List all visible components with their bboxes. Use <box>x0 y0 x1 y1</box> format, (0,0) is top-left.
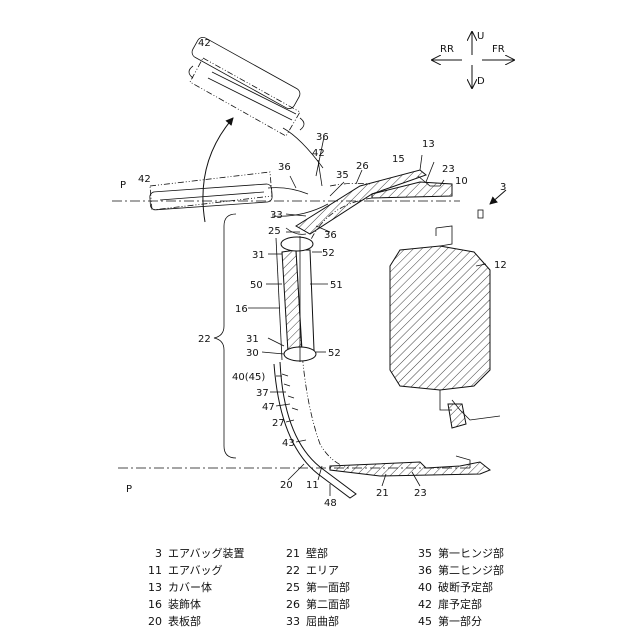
label-12: 12 <box>494 260 507 271</box>
label-42-mid: 42 <box>312 148 325 159</box>
label-36-top: 36 <box>316 132 329 143</box>
label-42-top: 42 <box>198 38 211 49</box>
label-52-lower: 52 <box>328 348 341 359</box>
legend-item: 25第一面部 <box>278 579 413 596</box>
direction-rear-label: RR <box>440 44 454 55</box>
legend-item: 13カバー体 <box>140 579 275 596</box>
label-p-upper: P <box>120 180 126 191</box>
legend-item: 36第二ヒンジ部 <box>410 562 545 579</box>
label-16: 16 <box>235 304 248 315</box>
label-22: 22 <box>198 334 211 345</box>
label-31-upper: 31 <box>252 250 265 261</box>
legend-item: 3エアバッグ装置 <box>140 545 275 562</box>
label-11: 11 <box>306 480 319 491</box>
label-33: 33 <box>270 210 283 221</box>
door-open-position <box>189 35 323 168</box>
legend-column-1: 3エアバッグ装置 11エアバッグ 13カバー体 16装飾体 20表板部 <box>140 545 275 630</box>
legend-item: 21壁部 <box>278 545 413 562</box>
legend-item: 22エリア <box>278 562 413 579</box>
label-10: 10 <box>455 176 468 187</box>
airbag-module <box>390 226 500 428</box>
device-marker <box>478 210 483 218</box>
legend-item: 40破断予定部 <box>410 579 545 596</box>
label-15: 15 <box>392 154 405 165</box>
label-3: 3 <box>500 182 506 193</box>
decorative-body <box>276 236 316 362</box>
label-42-left: 42 <box>138 174 151 185</box>
area-brace <box>214 214 236 458</box>
reference-legend: 3エアバッグ装置 11エアバッグ 13カバー体 16装飾体 20表板部 21壁部… <box>140 545 540 635</box>
legend-item: 42扉予定部 <box>410 596 545 613</box>
label-35: 35 <box>336 170 349 181</box>
label-52-upper: 52 <box>322 248 335 259</box>
label-13: 13 <box>422 139 435 150</box>
label-21: 21 <box>376 488 389 499</box>
label-36-low: 36 <box>324 230 337 241</box>
label-40-45: 40(45) <box>232 372 265 383</box>
direction-front-label: FR <box>492 44 505 55</box>
door-middle-position <box>150 172 308 210</box>
label-36-mid: 36 <box>278 162 291 173</box>
legend-item: 33屈曲部 <box>278 613 413 630</box>
label-37: 37 <box>256 388 269 399</box>
label-27: 27 <box>272 418 285 429</box>
direction-compass: U D RR FR <box>432 31 514 88</box>
direction-down-label: D <box>477 76 485 87</box>
legend-column-3: 35第一ヒンジ部 36第二ヒンジ部 40破断予定部 42扉予定部 45第一部分 <box>410 545 545 630</box>
legend-item: 35第一ヒンジ部 <box>410 545 545 562</box>
label-51: 51 <box>330 280 343 291</box>
label-p-lower: P <box>126 484 132 495</box>
label-43: 43 <box>282 438 295 449</box>
label-23-top: 23 <box>442 164 455 175</box>
label-50: 50 <box>250 280 263 291</box>
label-47: 47 <box>262 402 275 413</box>
legend-item: 20表板部 <box>140 613 275 630</box>
legend-item: 16装飾体 <box>140 596 275 613</box>
label-31-lower: 31 <box>246 334 259 345</box>
label-23-bottom: 23 <box>414 488 427 499</box>
label-30: 30 <box>246 348 259 359</box>
legend-column-2: 21壁部 22エリア 25第一面部 26第二面部 33屈曲部 <box>278 545 413 630</box>
legend-item: 45第一部分 <box>410 613 545 630</box>
label-48: 48 <box>324 498 337 509</box>
legend-item: 26第二面部 <box>278 596 413 613</box>
direction-up-label: U <box>477 31 484 42</box>
label-20: 20 <box>280 480 293 491</box>
legend-item: 11エアバッグ <box>140 562 275 579</box>
label-26: 26 <box>356 161 369 172</box>
label-25: 25 <box>268 226 281 237</box>
